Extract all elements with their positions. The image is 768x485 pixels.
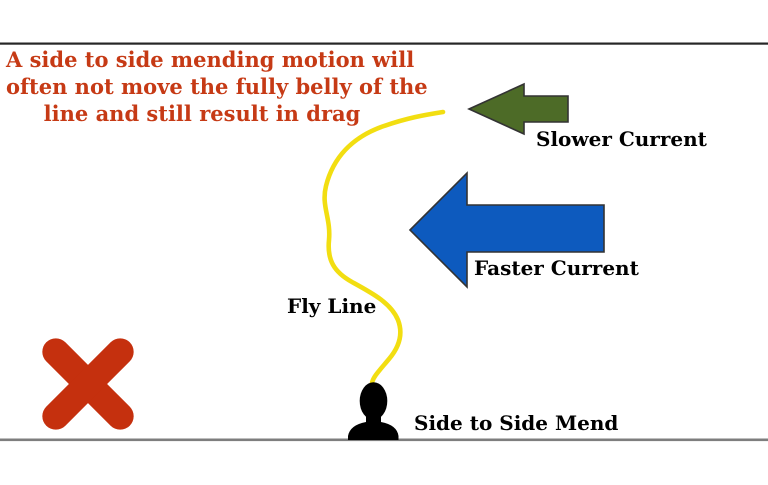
annotation-text: A side to side mending motion will often…: [6, 46, 428, 127]
annotation-line-2: often not move the fully belly of the: [6, 74, 428, 99]
side-to-side-mend-label: Side to Side Mend: [414, 411, 619, 435]
slower-current-label: Slower Current: [536, 127, 707, 151]
faster-current-label: Faster Current: [474, 256, 639, 280]
angler-silhouette: [348, 382, 399, 440]
top-rule: [0, 42, 768, 45]
slower-current-arrow-icon: [467, 82, 569, 136]
fly-line-label: Fly Line: [287, 294, 377, 318]
annotation-line-1: A side to side mending motion will: [6, 47, 415, 72]
faster-current-arrow-icon: [408, 171, 605, 289]
x-mark-icon: [42, 338, 134, 430]
annotation-line-3: line and still result in drag: [43, 101, 361, 126]
fly-line-path: [322, 109, 446, 386]
